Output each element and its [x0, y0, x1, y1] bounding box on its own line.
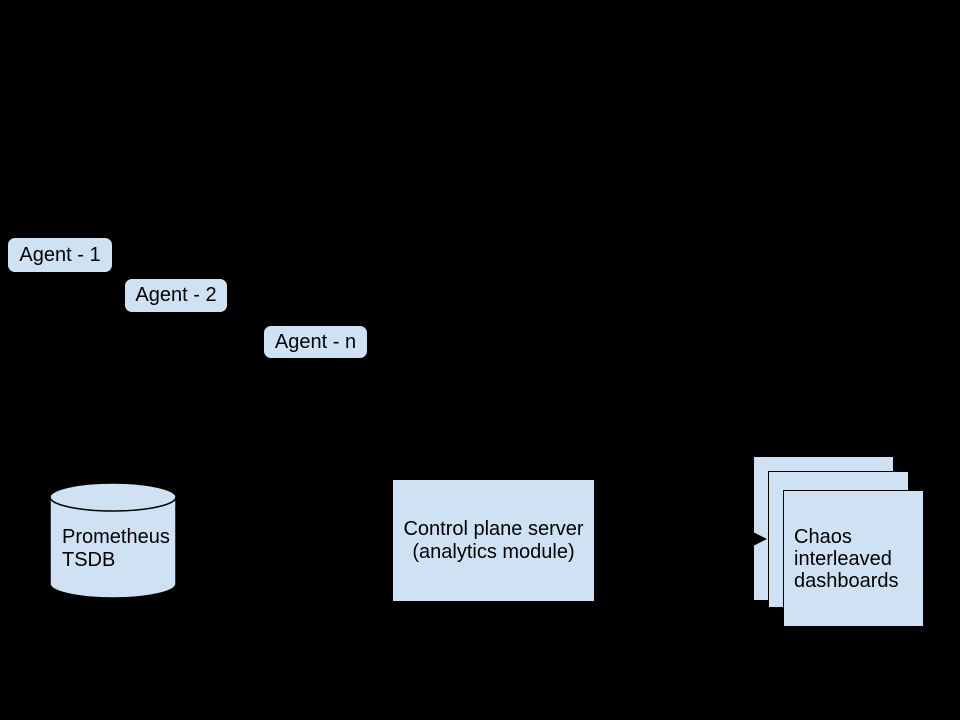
dashboards-label-line3: dashboards — [794, 569, 899, 592]
agent-n-node: Agent - n — [263, 325, 368, 359]
agent-2-node: Agent - 2 — [124, 278, 228, 313]
tsdb-label-line1: Prometheus — [62, 526, 170, 548]
agent-1-label: Agent - 1 — [19, 243, 101, 266]
control-plane-label-line2: (analytics module) — [412, 540, 575, 563]
database-cylinder-icon — [49, 482, 177, 599]
prometheus-tsdb-label: Prometheus TSDB — [62, 526, 170, 572]
control-plane-label-line1: Control plane server — [403, 517, 584, 540]
arrow-right-icon — [753, 532, 767, 546]
dashboards-label-line2: interleaved — [794, 547, 892, 570]
tsdb-label-line2: TSDB — [62, 549, 116, 571]
agent-1-node: Agent - 1 — [7, 237, 113, 273]
dashboards-label-line1: Chaos — [794, 525, 852, 548]
agent-2-label: Agent - 2 — [135, 284, 217, 306]
cylinder-top — [49, 482, 177, 512]
control-plane-to-dashboards-arrow — [594, 532, 767, 546]
agent-n-label: Agent - n — [274, 330, 357, 353]
control-plane-node: Control plane server (analytics module) — [393, 480, 594, 601]
dashboard-card-front: Chaos interleaved dashboards — [783, 490, 924, 627]
